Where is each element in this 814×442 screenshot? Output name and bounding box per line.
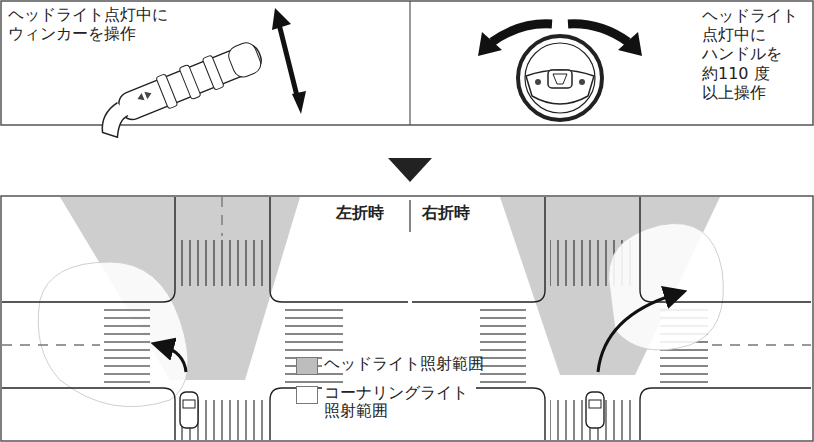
steering-wheel — [518, 36, 602, 120]
flow-triangle — [388, 158, 432, 182]
scene-title: 左折時 — [336, 203, 384, 222]
legend-swatch — [296, 357, 318, 375]
instruction-text: ヘッドライト 点灯中に ハンドルを 約110 度 以上操作 — [702, 6, 806, 102]
legend-text: ヘッドライト照射範囲 — [322, 355, 476, 373]
double-arrow — [272, 8, 306, 114]
legend-text: コーナリングライト 照射範囲 — [322, 384, 476, 421]
instruction-text: ヘッドライト点灯中に ウィンカーを操作 — [8, 5, 178, 43]
turn-signal-stalk — [91, 38, 269, 142]
scene-title: 右折時 — [422, 203, 470, 222]
legend-swatch — [296, 386, 318, 404]
rotation-arrows — [478, 24, 642, 56]
